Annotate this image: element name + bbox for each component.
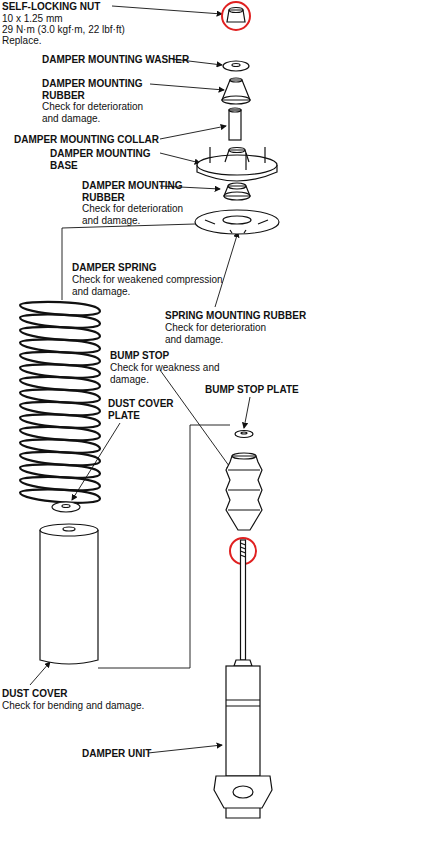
part-name: BUMP STOP PLATE (205, 384, 299, 396)
spring-coil (20, 302, 100, 315)
part-note: Check for bending and damage. (2, 700, 162, 712)
part-name: DAMPER MOUNTING RUBBER (42, 78, 147, 101)
damper-unit (214, 538, 272, 818)
damper-mounting-base (197, 147, 277, 181)
spring-coil (20, 339, 100, 352)
damper-mounting-rubber-lower (224, 183, 250, 200)
spring-coil (20, 477, 100, 490)
bump-stop (226, 453, 262, 530)
part-note: 10 x 1.25 mm (2, 13, 63, 25)
spring-coil (20, 389, 100, 402)
part-name: BUMP STOP (110, 350, 169, 362)
spring-mounting-rubber (195, 210, 279, 234)
part-name: DUST COVER (2, 688, 68, 700)
spring-coil (20, 452, 100, 465)
part-note: Replace. (2, 35, 41, 47)
part-note: Check for deterioration and damage. (165, 322, 283, 345)
spring-coil (20, 464, 100, 477)
part-name: SELF-LOCKING NUT (2, 1, 100, 13)
spring-coil (20, 489, 100, 502)
part-name: DAMPER MOUNTING COLLAR (14, 134, 159, 146)
part-name: DAMPER UNIT (82, 748, 151, 760)
self-locking-nut (222, 2, 250, 30)
spring-coil (20, 377, 100, 390)
damper-mounting-collar (229, 108, 241, 140)
damper-mounting-rubber (222, 78, 250, 104)
part-note: 29 N·m (3.0 kgf·m, 22 lbf·ft) (2, 24, 125, 36)
part-name: DAMPER MOUNTING WASHER (42, 54, 189, 66)
part-note: Check for weakened compression and damag… (72, 274, 232, 297)
spring-coil (20, 327, 100, 340)
spring-coil (20, 314, 100, 327)
damper-mounting-washer (223, 61, 249, 71)
part-note: Check for deterioration and damage. (82, 203, 200, 226)
dust-cover (40, 524, 98, 664)
spring-coil (20, 427, 100, 440)
spring-coil (20, 439, 100, 452)
damper-spring (20, 302, 100, 503)
spring-coil (20, 402, 100, 415)
part-name: DUST COVER PLATE (108, 398, 180, 421)
spring-coil (20, 352, 100, 365)
spring-coil (20, 364, 100, 377)
bump-stop-plate (235, 431, 253, 438)
part-name: SPRING MOUNTING RUBBER (165, 310, 306, 322)
part-note: Check for deterioration and damage. (42, 101, 160, 124)
leader-lines (30, 6, 250, 753)
part-name: DAMPER MOUNTING RUBBER (82, 180, 187, 203)
spring-coil (20, 414, 100, 427)
dust-cover-plate (52, 502, 80, 512)
part-note: Check for weakness and damage. (110, 362, 230, 385)
part-name: DAMPER MOUNTING BASE (50, 148, 155, 171)
part-name: DAMPER SPRING (72, 262, 156, 274)
